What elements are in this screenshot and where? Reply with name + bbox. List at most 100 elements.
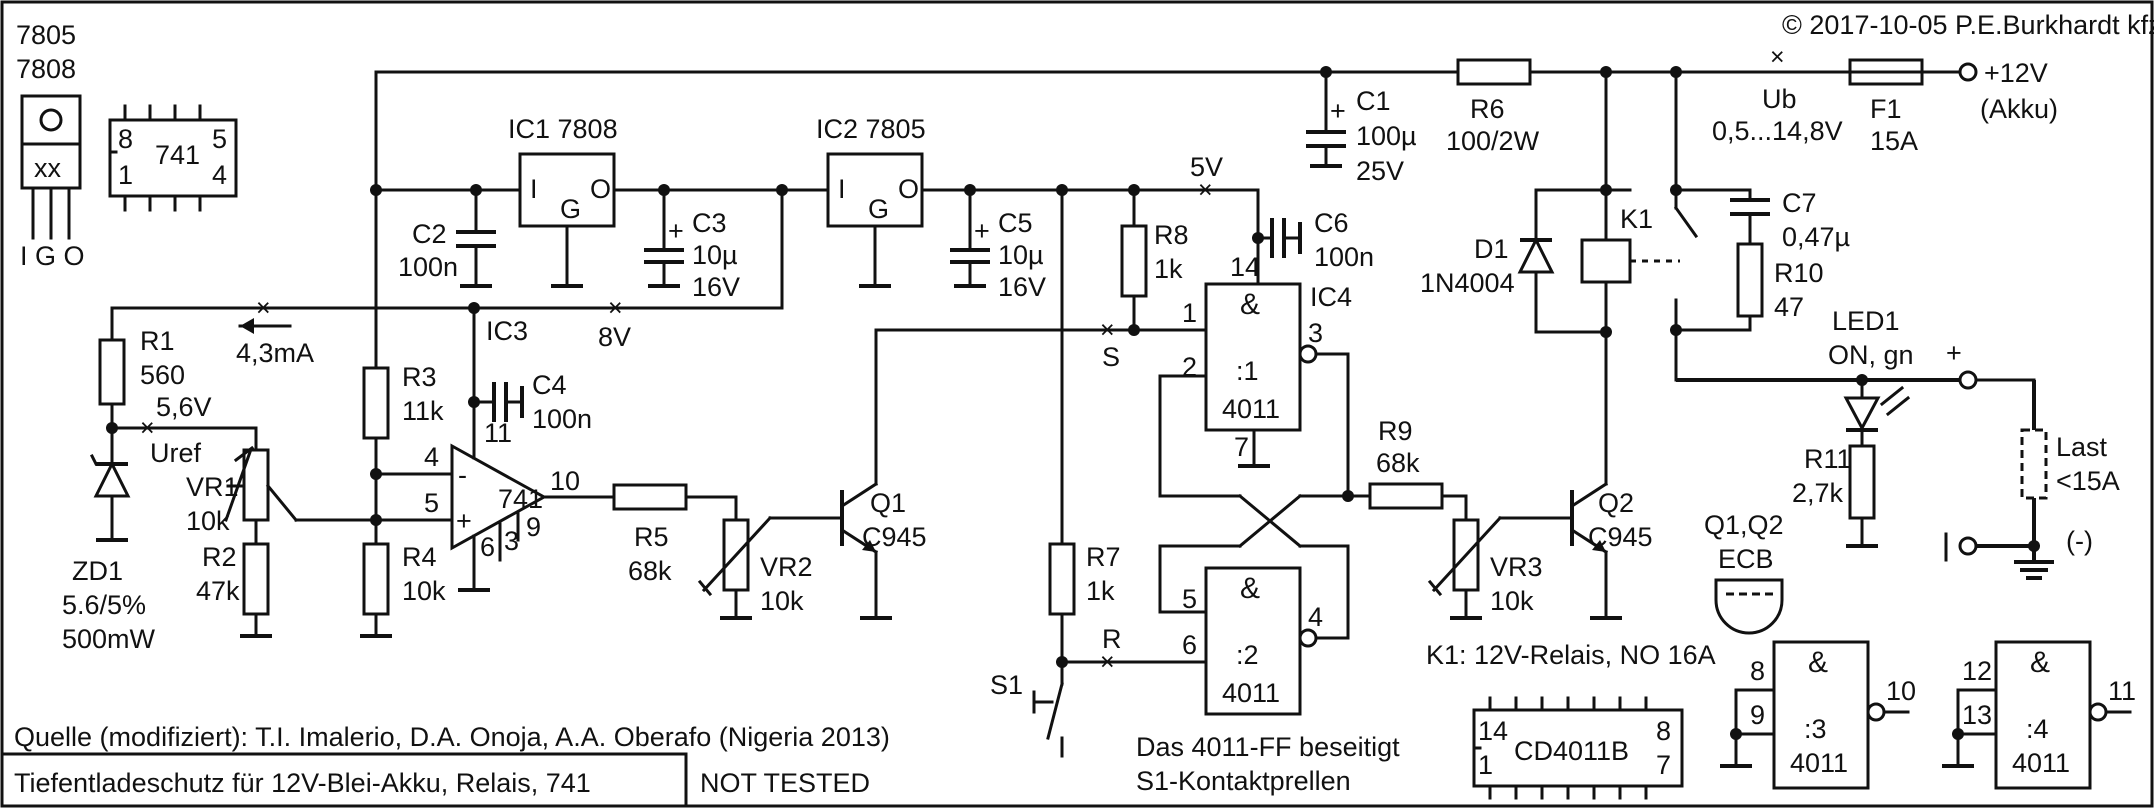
schematic-label: :4 [2026, 714, 2049, 744]
schematic-label: IC2 7805 [816, 114, 926, 144]
schematic-label: Q1,Q2 [1704, 510, 1784, 540]
schematic-label: :1 [1236, 356, 1259, 386]
schematic-label: IC4 [1310, 282, 1352, 312]
schematic-label: <15A [2056, 466, 2120, 496]
schematic-label: × [1100, 316, 1115, 344]
schematic-label: 8 [1750, 656, 1765, 686]
wire-segment [1427, 579, 1443, 597]
schematic-label: 100n [398, 252, 458, 282]
schematic-label: 8 [118, 124, 133, 154]
schematic-label: 9 [526, 512, 541, 542]
schematic-label: O [590, 174, 611, 204]
schematic-label: R6 [1470, 94, 1505, 124]
wire-segment [1431, 515, 1503, 593]
status-note: NOT TESTED [700, 768, 870, 798]
schematic-label: R1 [140, 326, 175, 356]
schematic-label: 13 [1962, 700, 1992, 730]
schematic-label: 10k [186, 506, 230, 536]
s1-switch [1032, 660, 1064, 758]
schematic-label: 15A [1870, 126, 1918, 156]
r6-resistor [1456, 58, 1532, 86]
schematic-label: C945 [1588, 522, 1653, 552]
schematic-label: - [458, 460, 467, 490]
opamp-package-legend: 8 741 5 1 4 [108, 104, 238, 212]
wire-segment [1994, 640, 2092, 790]
schematic-label: + [974, 216, 990, 246]
schematic-label: 4,3mA [236, 338, 314, 368]
c3-capacitor: + [644, 188, 684, 288]
wire-segment [20, 142, 82, 190]
r5-resistor [612, 483, 688, 511]
schematic-label: & [1240, 288, 1260, 321]
schematic-label: 4011 [1222, 394, 1280, 424]
schematic-label: S [1102, 342, 1120, 372]
wire-segment [370, 514, 382, 526]
wire-segment [108, 118, 238, 198]
wire-segment [240, 318, 254, 334]
schematic-label: + [1946, 338, 1962, 368]
regulator-package-legend: 7805 7808 xx I G O [16, 20, 85, 271]
schematic-label: & [1808, 646, 1828, 679]
terminal-plus-out [1958, 370, 1978, 390]
schematic-label: 14 [1478, 716, 1508, 746]
wire-segment [1517, 236, 1555, 274]
wire-segment [1252, 232, 1264, 244]
schematic-label: ECB [1718, 544, 1774, 574]
schematic-label: (-) [2066, 526, 2093, 556]
schematic-label: 4 [424, 442, 439, 472]
schematic-label: 10k [1490, 586, 1534, 616]
r2-resistor [242, 542, 270, 616]
schematic-label: 4011 [2012, 748, 2070, 778]
schematic-label: 9 [1750, 700, 1765, 730]
schematic-label: 7805 [16, 20, 76, 50]
led1 [1843, 378, 1911, 448]
schematic-label: 560 [140, 360, 185, 390]
d1-diode [1517, 236, 1555, 274]
schematic-label: 1k [1154, 254, 1183, 284]
schematic-label: 47k [196, 576, 240, 606]
schematic-label: R7 [1086, 542, 1121, 572]
schematic-label: 0,5...14,8V [1712, 116, 1843, 146]
wire-segment [1843, 396, 1881, 432]
load-last [2020, 428, 2048, 500]
wire-segment [1730, 728, 1742, 740]
schematic-label: Das 4011-FF beseitigt [1136, 732, 1400, 762]
schematic-label: C1 [1356, 86, 1391, 116]
schematic-label: 500mW [62, 624, 156, 654]
schematic-label: 10µ [692, 240, 738, 270]
title-block: Tiefentladeschutz für 12V-Blei-Akku, Rel… [14, 768, 591, 798]
schematic-label: +12V [1984, 58, 2048, 88]
schematic-label: 100/2W [1446, 126, 1540, 156]
wire-segment [93, 460, 131, 498]
schematic-label: C7 [1782, 188, 1817, 218]
schematic-label: 100n [1314, 242, 1374, 272]
schematic-label: × [608, 294, 623, 322]
schematic-label: Uref [150, 438, 202, 468]
schematic-label: 4011 [1222, 678, 1280, 708]
schematic-label: F1 [1870, 94, 1902, 124]
schematic-label: VR2 [760, 552, 813, 582]
schematic-label: 5 [212, 124, 227, 154]
schematic-label: R4 [402, 542, 437, 572]
schematic-label: 5 [1182, 584, 1197, 614]
schematic-label: VR1 [186, 472, 239, 502]
to92-package [1714, 578, 1784, 635]
ic4-gate-2 [1204, 566, 1318, 716]
wire-segment [1673, 205, 1699, 239]
ic4-gate-1 [1204, 282, 1318, 432]
schematic-label: 1 [1182, 298, 1197, 328]
schematic-label: × [1770, 43, 1785, 71]
schematic-label: 0,47µ [1782, 222, 1850, 252]
schematic-label: 5,6V [156, 392, 212, 422]
schematic-label: 4 [1308, 602, 1323, 632]
schematic-label: & [1240, 572, 1260, 605]
schematic-label: 11k [402, 396, 444, 426]
ic1-regulator [518, 152, 616, 228]
schematic-label: + [456, 506, 472, 536]
wire-segment [233, 445, 255, 463]
schematic-label: × [256, 294, 271, 322]
schematic-label: 16V [998, 272, 1046, 302]
schematic-label: 10 [550, 466, 580, 496]
